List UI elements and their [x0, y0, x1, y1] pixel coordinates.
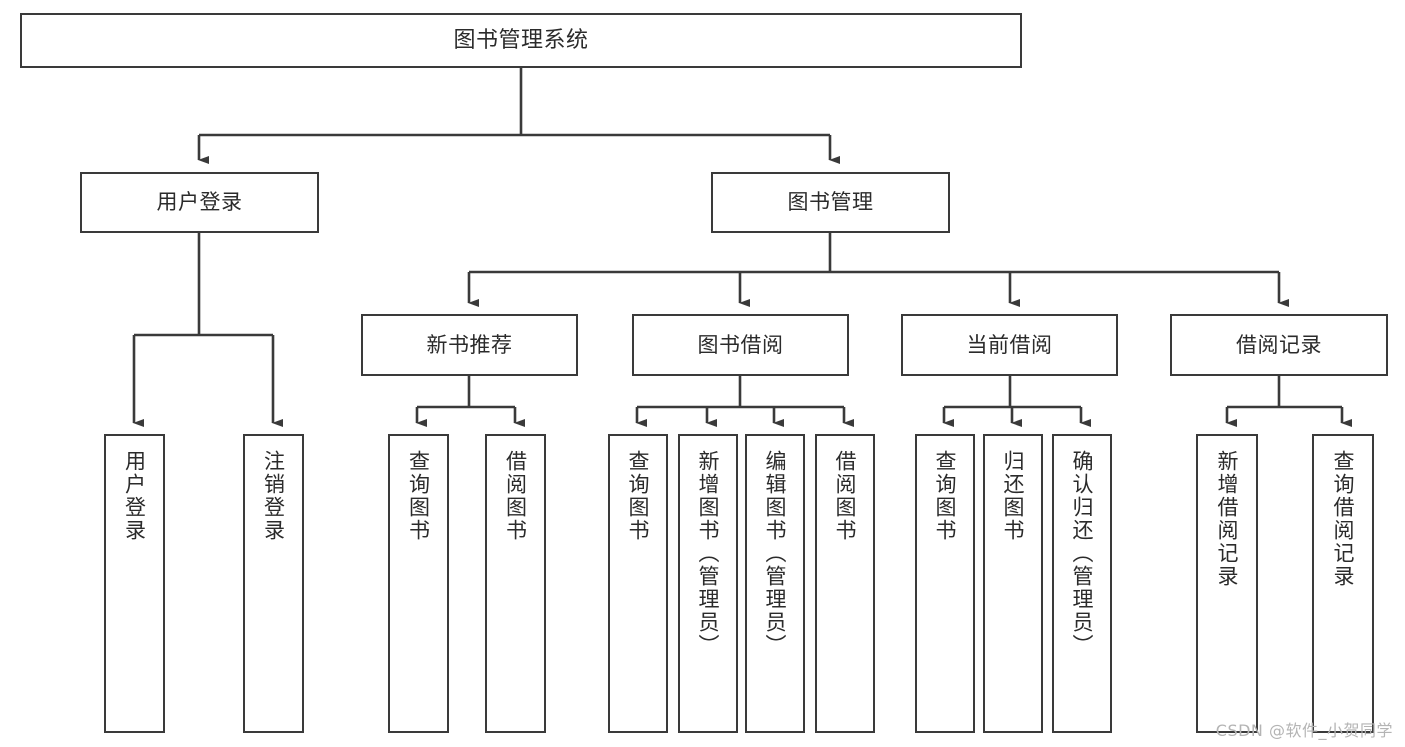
node-leaf-query-borrow-record[interactable]: 查询借阅记录 — [1312, 434, 1374, 733]
node-leaf-user-login-label: 用户登录 — [122, 450, 147, 542]
node-leaf-borrow-book-recommend[interactable]: 借阅图书 — [485, 434, 546, 733]
node-leaf-query-book-recommend-label: 查询图书 — [406, 450, 431, 542]
node-leaf-edit-book-admin-label: 编辑图书（管理员） — [763, 450, 788, 657]
node-leaf-logout-label: 注销登录 — [261, 450, 286, 542]
node-leaf-query-book-current-label: 查询图书 — [933, 450, 958, 542]
node-leaf-confirm-return-admin[interactable]: 确认归还（管理员） — [1052, 434, 1112, 733]
node-leaf-borrow-book-label: 借阅图书 — [833, 450, 858, 542]
node-book-borrow-label: 图书借阅 — [697, 332, 784, 357]
node-leaf-query-borrow-record-label: 查询借阅记录 — [1331, 450, 1356, 588]
node-user-login[interactable]: 用户登录 — [80, 172, 319, 233]
node-leaf-query-book-borrow-label: 查询图书 — [626, 450, 651, 542]
node-book-management-label: 图书管理 — [787, 190, 874, 215]
node-leaf-user-login[interactable]: 用户登录 — [104, 434, 165, 733]
node-borrow-record[interactable]: 借阅记录 — [1170, 314, 1388, 376]
node-leaf-borrow-book-recommend-label: 借阅图书 — [503, 450, 528, 542]
node-leaf-add-book-admin[interactable]: 新增图书（管理员） — [678, 434, 738, 733]
node-user-login-label: 用户登录 — [156, 190, 243, 215]
node-new-book-recommend-label: 新书推荐 — [426, 332, 513, 357]
node-root-system-label: 图书管理系统 — [453, 27, 589, 53]
node-leaf-query-book-current[interactable]: 查询图书 — [915, 434, 975, 733]
node-leaf-borrow-book[interactable]: 借阅图书 — [815, 434, 875, 733]
node-leaf-confirm-return-admin-label: 确认归还（管理员） — [1070, 450, 1095, 657]
node-root-system[interactable]: 图书管理系统 — [20, 13, 1022, 68]
node-leaf-return-book-label: 归还图书 — [1001, 450, 1026, 542]
node-book-borrow[interactable]: 图书借阅 — [632, 314, 849, 376]
node-leaf-query-book-recommend[interactable]: 查询图书 — [388, 434, 449, 733]
node-current-borrow-label: 当前借阅 — [966, 332, 1053, 357]
node-current-borrow[interactable]: 当前借阅 — [901, 314, 1118, 376]
node-leaf-add-book-admin-label: 新增图书（管理员） — [696, 450, 721, 657]
node-leaf-query-book-borrow[interactable]: 查询图书 — [608, 434, 668, 733]
node-book-management[interactable]: 图书管理 — [711, 172, 950, 233]
node-borrow-record-label: 借阅记录 — [1236, 332, 1322, 357]
node-leaf-edit-book-admin[interactable]: 编辑图书（管理员） — [745, 434, 805, 733]
node-leaf-add-borrow-record-label: 新增借阅记录 — [1215, 450, 1240, 588]
csdn-watermark: CSDN @软件_小贺同学 — [1215, 721, 1393, 740]
node-leaf-add-borrow-record[interactable]: 新增借阅记录 — [1196, 434, 1258, 733]
node-new-book-recommend[interactable]: 新书推荐 — [361, 314, 578, 376]
node-leaf-logout[interactable]: 注销登录 — [243, 434, 304, 733]
node-leaf-return-book[interactable]: 归还图书 — [983, 434, 1043, 733]
